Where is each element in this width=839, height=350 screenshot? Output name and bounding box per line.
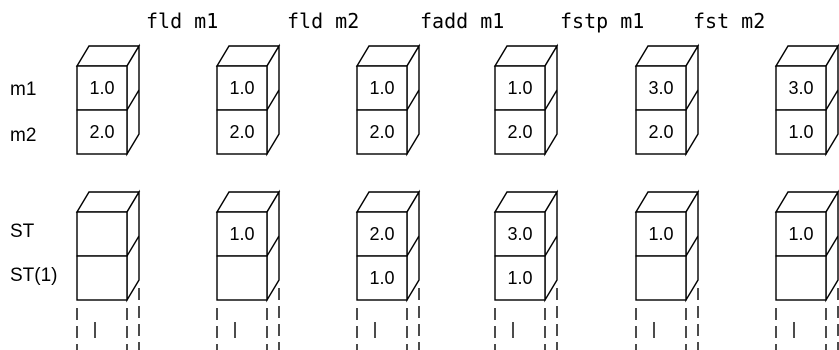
memory-cell-value: 2.0: [369, 122, 394, 142]
stack-cell-value: 1.0: [229, 224, 254, 244]
state-column: 1.0 2.0 2.0 1.0: [355, 43, 421, 350]
memory-cell: [775, 109, 827, 155]
stack-cell-value: 1.0: [369, 268, 394, 288]
memory-cell-value: 2.0: [507, 122, 532, 142]
memory-cell-value: 2.0: [648, 122, 673, 142]
stack-cell: [635, 255, 687, 301]
memory-cell: [76, 109, 128, 155]
state-column: 1.0 2.0 3.0 1.0: [493, 43, 559, 350]
memory-label-m2: m2: [10, 125, 36, 146]
stack-cell-value: 3.0: [507, 224, 532, 244]
instruction-label: fld m1: [146, 9, 218, 33]
memory-cell-value: 2.0: [229, 122, 254, 142]
stack-cell-side-divider: [825, 235, 839, 257]
memory-cell-side-divider: [685, 89, 699, 111]
stack-cell: [356, 255, 408, 301]
memory-cell-side-divider: [266, 89, 280, 111]
stack-cell-value: 1.0: [507, 268, 532, 288]
memory-cell-value: 1.0: [229, 78, 254, 98]
state-column: 1.0 2.0: [75, 43, 141, 350]
stack-cell: [76, 255, 128, 301]
memory-cell: [775, 65, 827, 111]
stack-cell-side-divider: [406, 235, 420, 257]
memory-cell: [216, 109, 268, 155]
memory-cell-value: 1.0: [369, 78, 394, 98]
memory-cell: [494, 65, 546, 111]
memory-cell-value: 1.0: [788, 122, 813, 142]
memory-cell: [635, 65, 687, 111]
memory-cell-side-divider: [126, 89, 140, 111]
state-column: 3.0 1.0 1.0: [774, 43, 839, 350]
instruction-label: fadd m1: [420, 9, 504, 33]
instruction-label: fld m2: [287, 9, 359, 33]
memory-cell-side-divider: [406, 89, 420, 111]
memory-cell: [76, 65, 128, 111]
stack-cell-value: 1.0: [788, 224, 813, 244]
stack-cell-side-divider: [126, 235, 140, 257]
state-column: 1.0 2.0 1.0: [215, 43, 281, 350]
stack-cell-side-divider: [685, 235, 699, 257]
stack-cell: [494, 211, 546, 257]
instruction-label: fst m2: [693, 9, 765, 33]
memory-label-m1: m1: [10, 79, 36, 100]
memory-cell-value: 3.0: [648, 78, 673, 98]
memory-cell-value: 3.0: [788, 78, 813, 98]
stack-cell: [356, 211, 408, 257]
memory-cell-side-divider: [825, 89, 839, 111]
state-column: 3.0 2.0 1.0: [634, 43, 700, 350]
labels-layer: fld m1 fld m2 fadd m1 fstp m1 fst m2 m1 …: [10, 9, 765, 286]
stack-cell: [775, 211, 827, 257]
stack-cell-side-divider: [544, 235, 558, 257]
stacks-layer: 1.02.01.02.01.01.02.02.01.01.02.03.01.03…: [75, 43, 839, 350]
stack-cell-value: 2.0: [369, 224, 394, 244]
stack-label-st1: ST(1): [10, 265, 58, 286]
instruction-label: fstp m1: [560, 9, 644, 33]
memory-cell-value: 2.0: [89, 122, 114, 142]
memory-cell-value: 1.0: [89, 78, 114, 98]
stack-cell: [216, 255, 268, 301]
stack-cell: [775, 255, 827, 301]
stack-label-st: ST: [10, 221, 35, 242]
memory-cell-value: 1.0: [507, 78, 532, 98]
stack-cell: [76, 211, 128, 257]
stack-cell: [635, 211, 687, 257]
memory-cell: [635, 109, 687, 155]
memory-cell: [494, 109, 546, 155]
stack-cell-value: 1.0: [648, 224, 673, 244]
memory-cell-side-divider: [544, 89, 558, 111]
memory-cell: [216, 65, 268, 111]
stack-cell: [494, 255, 546, 301]
memory-cell: [356, 109, 408, 155]
stack-cell-side-divider: [266, 235, 280, 257]
